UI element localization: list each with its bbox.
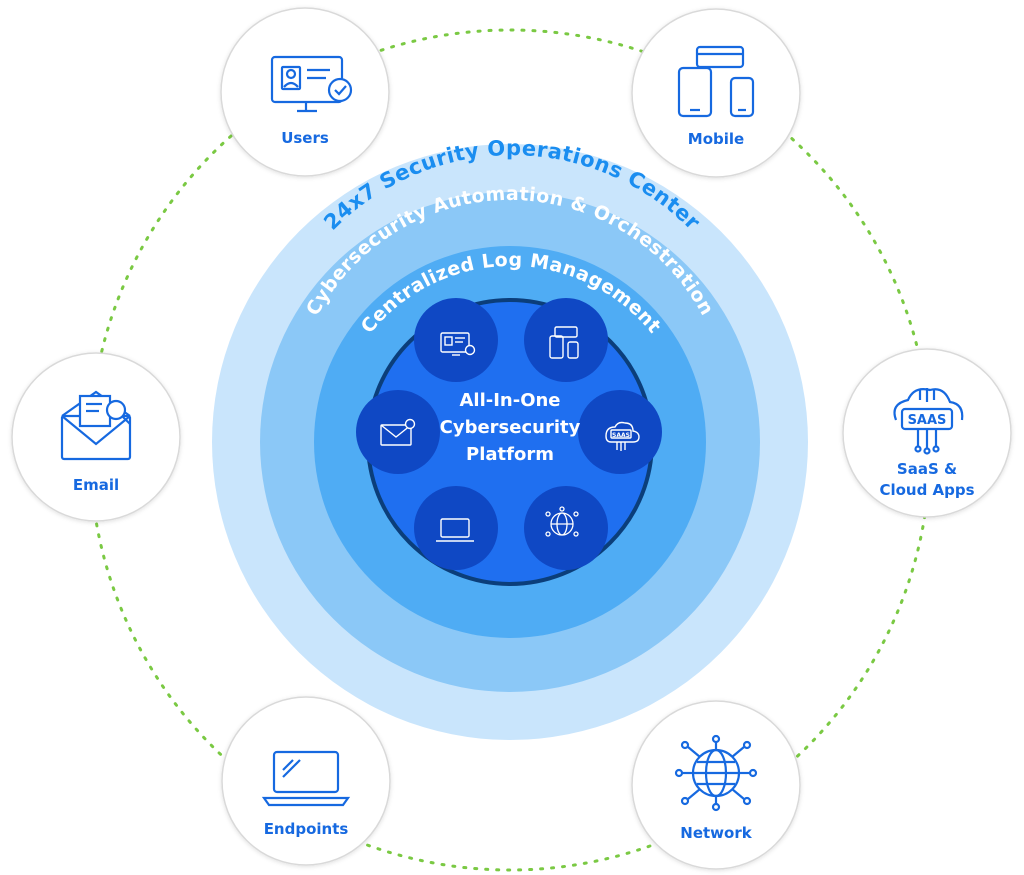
cloud-saas-icon [605,421,640,451]
laptop-icon [261,750,351,807]
core-icon-saas-disc: SAAS [578,390,662,474]
envelope-search-icon [60,390,132,461]
laptop-icon [436,518,474,542]
node-email-label: Email [73,476,119,494]
node-saas-badge: SAAS [908,413,947,428]
center-title-line3: Platform [466,444,554,465]
core-icon-users-disc [414,298,498,382]
core-icon-mobile-disc [524,298,608,382]
envelope-icon [380,418,416,446]
node-saas-cloud-apps: SAAS SaaS & Cloud Apps [842,348,1012,518]
node-network: Network [631,700,801,870]
center-title-line2: Cybersecurity [440,417,581,438]
id-card-icon [440,332,476,356]
node-saas-label-line2: Cloud Apps [879,481,974,499]
core-icon-endpoints-disc [414,486,498,570]
node-network-label: Network [680,824,752,842]
user-monitor-icon [270,55,353,113]
core-saas-badge: SAAS [612,432,630,439]
devices-icon [677,45,755,118]
core-icon-email-disc [356,390,440,474]
node-email: Email [11,352,181,522]
node-users: Users [220,7,390,177]
center-title-line1: All-In-One [459,390,560,411]
core-icon-network-disc [524,486,608,570]
node-endpoints: Endpoints [221,696,391,866]
node-mobile-label: Mobile [688,130,744,148]
globe-network-icon [674,734,758,812]
node-endpoints-label: Endpoints [264,820,349,838]
cloud-saas-icon [893,388,964,455]
globe-network-icon [545,506,579,537]
node-mobile: Mobile [631,8,801,178]
node-saas-label-line1: SaaS & [897,460,957,478]
node-users-label: Users [281,129,329,147]
devices-icon [549,326,579,359]
